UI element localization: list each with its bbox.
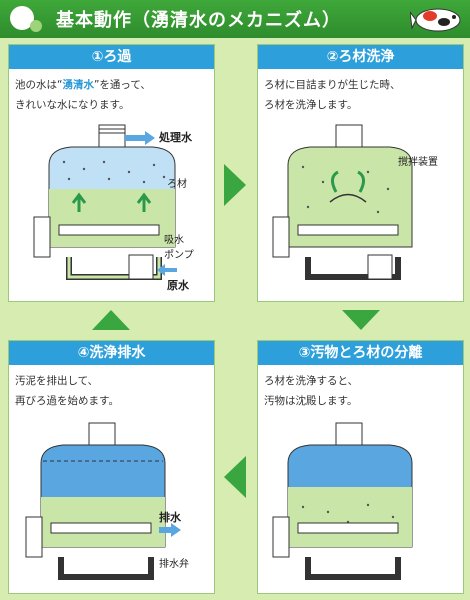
header-bar: 基本動作（湧清水のメカニズム） bbox=[0, 0, 470, 38]
filtration-diagram bbox=[33, 124, 177, 280]
decor-circle-icon bbox=[30, 20, 42, 32]
panel-wash-drain: ④洗浄排水 汚泥を排出して、 再びろ過を始めます。 排水 排水弁 bbox=[8, 340, 215, 594]
panel-filtration: ①ろ過 池の水は“湧清水”を通って、 きれいな水になります。 処理水 ろ材 吸水… bbox=[8, 44, 215, 302]
label-intake-pump: 吸水 ポンプ bbox=[164, 235, 194, 261]
panel-description: 池の水は“湧清水”を通って、 きれいな水になります。 bbox=[15, 79, 151, 111]
panel-description: 汚泥を排出して、 再びろ過を始めます。 bbox=[15, 375, 119, 407]
arrow-right-icon bbox=[224, 164, 246, 206]
label-stirrer: 撹拌装置 bbox=[398, 157, 438, 168]
label-treated-water: 処理水 bbox=[159, 131, 192, 144]
arrow-up-icon bbox=[92, 310, 130, 330]
panel-title: ①ろ過 bbox=[9, 45, 214, 69]
panel-media-wash: ②ろ材洗浄 ろ材に目詰まりが生じた時、 ろ材を洗浄します。 撹拌装置 bbox=[257, 44, 464, 302]
wash-diagram bbox=[272, 124, 413, 280]
panel-title: ②ろ材洗浄 bbox=[258, 45, 463, 69]
arrow-left-icon bbox=[224, 456, 246, 498]
label-raw-water: 原水 bbox=[167, 279, 189, 292]
panel-title: ④洗浄排水 bbox=[9, 341, 214, 365]
drain-diagram bbox=[25, 422, 181, 580]
panel-description: ろ材を洗浄すると、 汚物は沈殿します。 bbox=[264, 375, 359, 407]
panel-description: ろ材に目詰まりが生じた時、 ろ材を洗浄します。 bbox=[264, 79, 401, 111]
label-drain: 排水 bbox=[159, 511, 181, 524]
panel-separation: ③汚物とろ材の分離 ろ材を洗浄すると、 汚物は沈殿します。 bbox=[257, 340, 464, 594]
label-filter-media: ろ材 bbox=[167, 179, 187, 190]
koi-fish-icon bbox=[410, 8, 461, 32]
arrow-down-icon bbox=[342, 310, 380, 330]
separation-diagram bbox=[272, 422, 413, 580]
label-drain-valve: 排水弁 bbox=[159, 559, 189, 570]
panel-title: ③汚物とろ材の分離 bbox=[258, 341, 463, 365]
page-title: 基本動作（湧清水のメカニズム） bbox=[56, 10, 341, 31]
